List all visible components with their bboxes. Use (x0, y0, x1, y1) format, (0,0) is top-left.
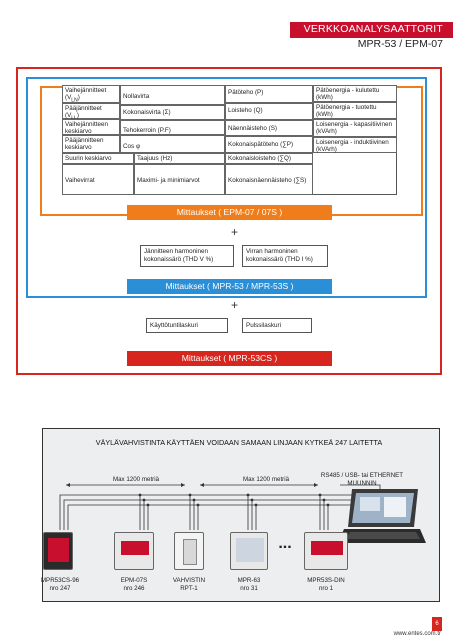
cell-subscript: LN (71, 97, 78, 104)
grid-cell-active-energy-consumed: Pätöenergia - kulutettu (kWh) (313, 85, 397, 102)
grid-cell-total-active-power: Kokonaispätöteho (∑P) (225, 136, 313, 153)
plus-sign: + (231, 298, 239, 312)
plus-sign: + (231, 225, 239, 239)
cell-text: ) (76, 112, 79, 120)
grid-cell-apparent-power: Näennäisteho (S) (225, 120, 313, 136)
page-number: 6 (432, 617, 442, 631)
grid-cell-max-min: Maximi- ja minimiarvot (134, 164, 225, 195)
max-distance-label-1: Max 1200 metriä (112, 476, 160, 483)
grid-cell-phase-voltages: Vaihejännitteet(VLN) (62, 85, 120, 104)
cell-subscript: LL (71, 116, 77, 122)
device-mpr53s-din (304, 532, 348, 570)
device-mpr-63 (230, 532, 268, 570)
footer-url[interactable]: www.entes.com.tr (393, 631, 441, 637)
grid-cell-reactive-power: Loisteho (Q) (225, 103, 313, 120)
cell-text: ) (77, 94, 80, 102)
epm07-measurements-label: Mittaukset ( EPM-07 / 07S ) (127, 205, 332, 220)
more-devices-ellipsis: ... (278, 535, 292, 552)
grid-cell-reactive-energy-capacitive: Loisenergia - kapasitiivinen (kVArh) (313, 119, 397, 137)
device-mpr53cs-96 (43, 532, 73, 570)
mpr53cs-frame (16, 67, 442, 375)
grid-cell-reactive-energy-inductive: Loisenergia - induktiivinen (kVArh) (313, 137, 397, 153)
cell-text: (V (65, 94, 72, 102)
device-name: MPR53S-DIN (307, 577, 345, 584)
device-name: MPR53CS-96 (40, 577, 80, 584)
mpr53-measurements-label: Mittaukset ( MPR-53 / MPR-53S ) (127, 279, 332, 294)
device-rpt-1 (174, 532, 204, 570)
page-subtitle: MPR-53 / EPM-07 (357, 38, 443, 50)
grid-cell-cos-phi: Cos φ (120, 135, 225, 153)
device-name: EPM-07S (120, 577, 148, 584)
grid-cell-total-reactive-power: Kokonaisloisteho (∑Q) (225, 153, 313, 164)
page-title: VERKKOANALYSAATTORIT (303, 23, 443, 35)
device-number: RPT-1 (180, 584, 198, 592)
grid-cell-active-energy-produced: Pätöenergia - tuotettu (kWh) (313, 102, 397, 119)
grid-cell-total-apparent-power: Kokonaisnäennäisteho (∑S) (225, 164, 313, 195)
grid-cell-active-power: Pätöteho (P) (225, 85, 313, 103)
grid-cell-total-current: Kokonaisvirta (Σ) (120, 105, 225, 120)
grid-cell-line-voltages: Pääjännitteet(VLL) (62, 103, 120, 122)
grid-cell-max-avg: Suurin keskiarvo (62, 153, 134, 164)
thd-voltage-box: Jännitteen harmoninen kokonaissärö (THD … (140, 245, 234, 267)
header-bar (290, 22, 453, 38)
grid-cell-line-voltage-avg: Pääjännitteen keskiarvo (62, 135, 120, 153)
device-number: nro 1 (318, 584, 334, 592)
mpr53cs-measurements-label: Mittaukset ( MPR-53CS ) (127, 351, 332, 366)
grid-cell-neutral-current: Nollavirta (120, 85, 225, 105)
converter-label: RS485 / USB- tai ETHERNET MUUNNIN (320, 472, 404, 487)
device-display (236, 538, 264, 562)
grid-cell-phase-currents: Vaihevirrat (62, 164, 134, 195)
grid-cell-phase-voltage-avg: Vaihejännitteen keskiarvo (62, 119, 120, 135)
mpr53-frame (26, 77, 427, 298)
operating-hours-box: Käyttötuntilaskuri (146, 318, 228, 333)
grid-cell-frequency: Taajuus (Hz) (134, 153, 225, 164)
device-number: nro 246 (123, 584, 145, 592)
cell-text: Pääjännitteet (65, 105, 102, 112)
pulse-counter-box: Pulssilaskuri (242, 318, 312, 333)
grid-cell-power-factor: Tehokerroin (P.F) (120, 120, 225, 135)
network-diagram-title: VÄYLÄVAHVISTINTA KÄYTTÄEN VOIDAAN SAMAAN… (95, 438, 383, 447)
thd-current-box: Virran harmoninen kokonaissärö (THD I %) (242, 245, 328, 267)
cell-text: Vaihejännitteet (65, 87, 107, 94)
device-number: nro 31 (240, 584, 258, 592)
device-display (48, 538, 69, 562)
device-display (121, 541, 149, 555)
laptop-icon (338, 489, 426, 543)
device-epm-07s (114, 532, 154, 570)
device-body (183, 539, 197, 565)
device-display (311, 541, 343, 555)
device-name: MPR-63 (237, 577, 261, 584)
device-number: nro 247 (49, 584, 71, 592)
max-distance-label-2: Max 1200 metriä (242, 476, 290, 483)
cell-text: (V (65, 112, 72, 120)
device-name: VAHVISTIN (172, 577, 206, 584)
